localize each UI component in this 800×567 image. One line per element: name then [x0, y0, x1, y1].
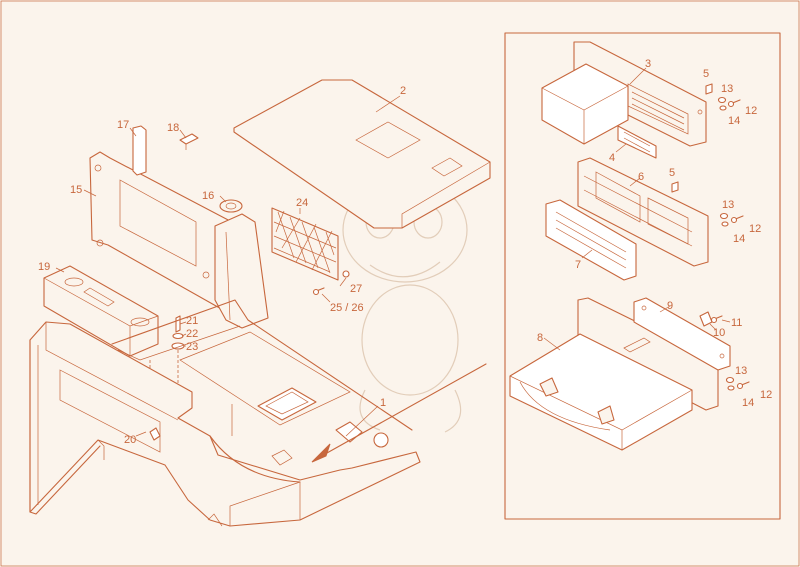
- part-9-plate: [633, 297, 731, 371]
- screw-group-c: [725, 376, 750, 391]
- label-part-14c: 14: [742, 397, 754, 409]
- label-part-13c: 13: [735, 365, 747, 377]
- label-part-12a: 12: [745, 105, 757, 117]
- part-8-drawer: [509, 297, 719, 451]
- label-part-1: 1: [380, 397, 386, 409]
- label-part-5b: 5: [669, 167, 675, 179]
- screw-group-b: [719, 212, 744, 227]
- part-6-controller-board: [577, 157, 709, 267]
- leader-lines: [55, 67, 731, 437]
- label-part-18: 18: [167, 122, 179, 134]
- part-5-screw-b: [671, 181, 679, 193]
- part-19-bracket: [43, 265, 159, 357]
- part-21-screw: [175, 315, 181, 333]
- label-part-17: 17: [117, 119, 129, 131]
- callout-labels: 1 2 3 4 5 5 6 7 8 9 10 11 12 12 12 13 13…: [38, 58, 772, 446]
- part-18-screw: [179, 133, 199, 150]
- part-4-connector: [617, 125, 657, 159]
- part-25-26-screw: [312, 287, 325, 296]
- part-16-column: [214, 199, 269, 329]
- part-2-cover-plate: [233, 79, 491, 229]
- label-part-23: 23: [186, 341, 198, 353]
- part-22-washer: [172, 332, 184, 340]
- label-part-12b: 12: [749, 223, 761, 235]
- label-part-14b: 14: [733, 233, 745, 245]
- label-part-25-26: 25 / 26: [330, 302, 364, 314]
- label-part-16: 16: [202, 190, 214, 202]
- label-part-14a: 14: [728, 115, 740, 127]
- label-part-9: 9: [667, 300, 673, 312]
- label-part-3: 3: [645, 58, 651, 70]
- arrow-to-inset: [311, 363, 487, 463]
- label-part-2: 2: [400, 85, 406, 97]
- label-part-7: 7: [575, 259, 581, 271]
- label-part-21: 21: [186, 315, 198, 327]
- label-part-4: 4: [609, 152, 615, 164]
- label-part-13a: 13: [721, 83, 733, 95]
- screw-group-a: [717, 96, 741, 111]
- label-part-24: 24: [296, 197, 308, 209]
- inset-box: [504, 32, 781, 520]
- label-part-10: 10: [713, 327, 725, 339]
- part-7-front-plate: [545, 199, 637, 281]
- label-part-6: 6: [638, 171, 644, 183]
- label-part-15: 15: [70, 184, 82, 196]
- part-5-screw-a: [705, 83, 713, 95]
- label-part-11: 11: [731, 317, 742, 329]
- label-part-27: 27: [350, 283, 362, 295]
- part-11-screw: [710, 315, 723, 324]
- label-part-5a: 5: [703, 68, 709, 80]
- label-part-19: 19: [38, 261, 50, 273]
- label-part-8: 8: [537, 332, 543, 344]
- part-1-main-frame: [29, 299, 421, 527]
- part-3-power-unit: [541, 41, 707, 147]
- label-part-22: 22: [186, 328, 198, 340]
- label-part-20: 20: [124, 434, 136, 446]
- label-part-13b: 13: [722, 199, 734, 211]
- label-part-12c: 12: [760, 389, 772, 401]
- part-17-bar: [132, 125, 147, 176]
- part-27-screw: [342, 270, 350, 278]
- part-24-mesh-grille: [271, 207, 339, 281]
